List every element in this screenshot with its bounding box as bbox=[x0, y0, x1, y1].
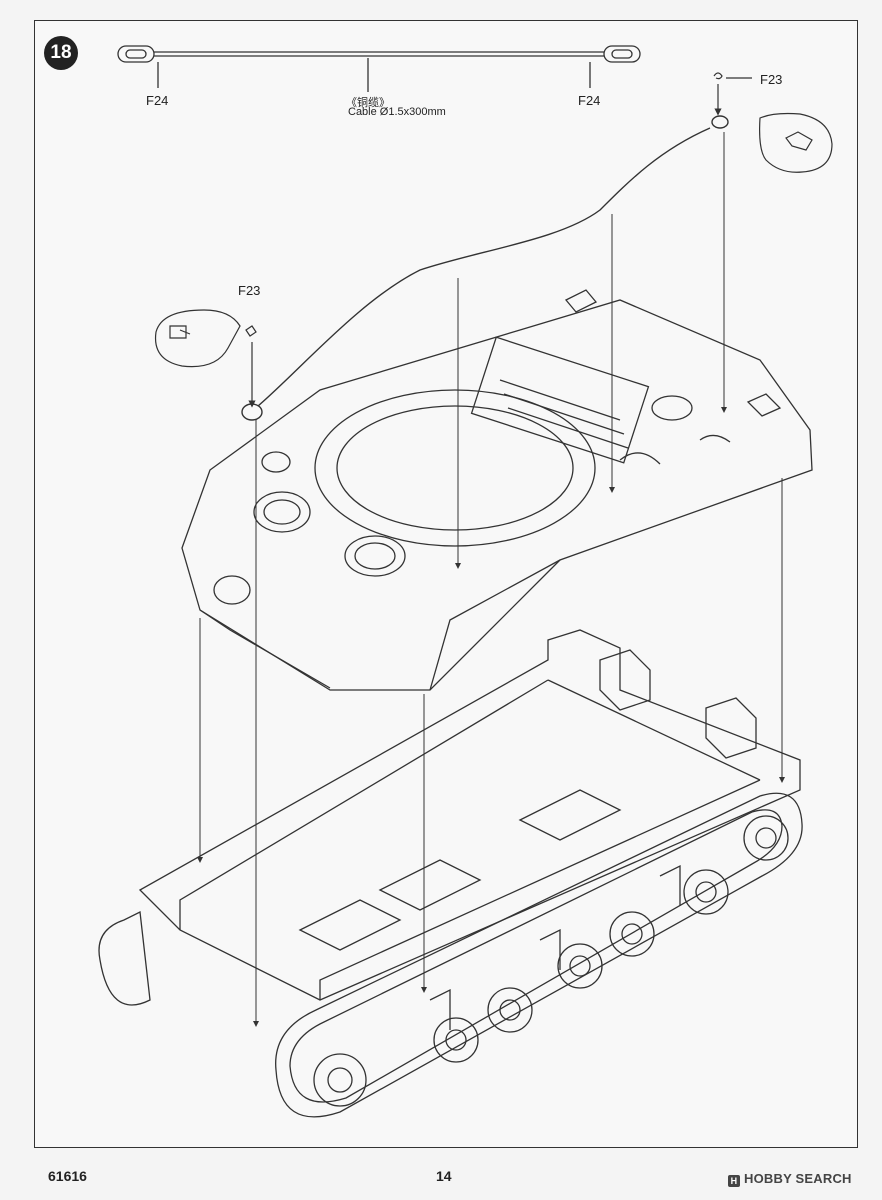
installed-cable bbox=[241, 115, 729, 421]
lower-hull bbox=[138, 629, 801, 1001]
cable-label-chinese: 《铜缆》 bbox=[346, 97, 390, 109]
alignment-arrows bbox=[197, 132, 785, 1027]
cable-part-diagram bbox=[117, 45, 641, 92]
part-label-f24-right: F24 bbox=[578, 93, 601, 108]
watermark-text: HOBBY SEARCH bbox=[744, 1171, 852, 1186]
cable-label-english: Cable Ø1.5x300mm bbox=[348, 106, 446, 118]
instruction-frame bbox=[34, 20, 858, 1148]
f23-clip-top bbox=[713, 72, 833, 173]
part-label-f24-left: F24 bbox=[146, 93, 169, 108]
page-number: 14 bbox=[436, 1168, 452, 1184]
f23-clip-left bbox=[154, 309, 257, 408]
tracks-and-wheels bbox=[98, 792, 803, 1118]
step-number-badge: 18 bbox=[44, 36, 78, 70]
part-label-f23-top: F23 bbox=[760, 72, 783, 87]
hobby-search-logo-icon: H bbox=[728, 1175, 740, 1187]
upper-hull bbox=[181, 289, 813, 691]
hobby-search-watermark: H HOBBY SEARCH bbox=[728, 1171, 852, 1187]
part-label-f23-left: F23 bbox=[238, 283, 261, 298]
product-code: 61616 bbox=[48, 1168, 87, 1184]
